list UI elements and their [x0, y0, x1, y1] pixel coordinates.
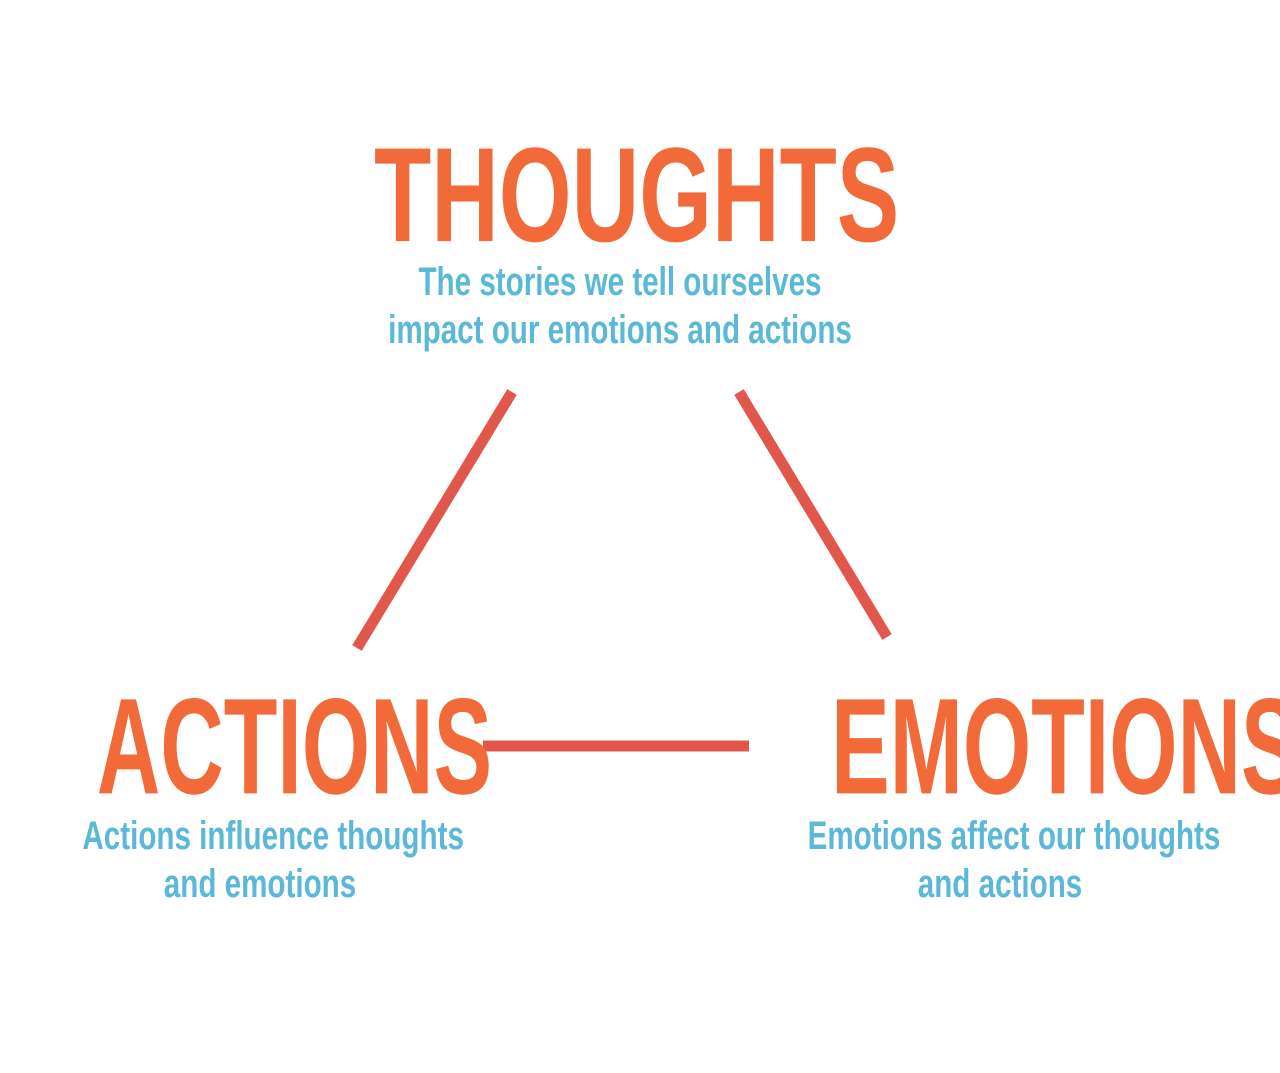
description-line: and emotions: [163, 862, 357, 906]
node-description-emotions: Emotions affect our thoughts and actions: [807, 812, 1221, 908]
node-description-actions: Actions influence thoughts and emotions: [82, 812, 464, 908]
node-emotions: EMOTIONS Emotions affect our thoughts an…: [740, 678, 1280, 908]
edge-thoughts-emotions: [734, 389, 892, 640]
node-thoughts: THOUGHTS The stories we tell ourselves i…: [300, 128, 940, 354]
node-actions: ACTIONS Actions influence thoughts and e…: [20, 678, 500, 908]
node-description-thoughts: The stories we tell ourselves impact our…: [383, 258, 857, 354]
edge-thoughts-actions: [352, 389, 517, 651]
description-line: and actions: [917, 862, 1083, 906]
description-line: impact our emotions and actions: [388, 308, 852, 352]
node-title-actions: ACTIONS: [96, 670, 493, 823]
description-line: Actions influence thoughts: [82, 814, 464, 858]
description-line: Emotions affect our thoughts: [807, 814, 1221, 858]
description-line: The stories we tell ourselves: [418, 260, 822, 304]
node-title-thoughts: THOUGHTS: [374, 120, 900, 271]
node-title-emotions: EMOTIONS: [831, 670, 1280, 823]
